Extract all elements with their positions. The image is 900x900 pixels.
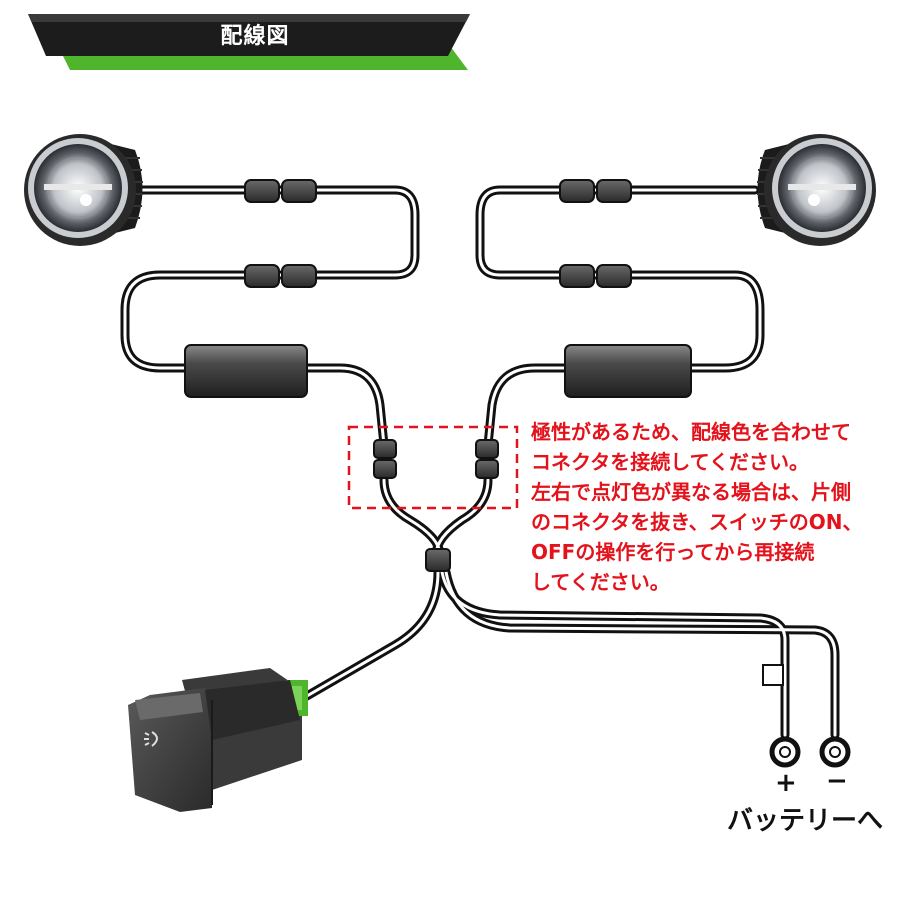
note-line: してください。 [531, 570, 670, 594]
left-controller-box [184, 344, 308, 398]
connector-left-upper [244, 179, 317, 203]
polarity-note: 極性があるため、配線色を合わせて コネクタを接続してください。 左右で点灯色が異… [531, 417, 896, 597]
connector-left-lower [244, 264, 317, 288]
connector-pairs [244, 179, 632, 288]
positive-terminal-label: + [775, 768, 797, 798]
header-banner [28, 14, 470, 70]
battery-label: バッテリーへ [727, 806, 884, 836]
note-line: コネクタを接続してください。 [531, 450, 809, 474]
junction-connector [425, 548, 451, 572]
connector-right-upper [559, 179, 632, 203]
connector-right-lower [559, 264, 632, 288]
inline-fuse [762, 664, 784, 686]
polarity-connectors [373, 439, 499, 479]
negative-terminal-label: − [826, 766, 848, 796]
controller-boxes [184, 344, 692, 398]
left-fog-lamp [24, 134, 143, 246]
ring-terminals [769, 736, 851, 768]
note-line: のコネクタを抜き、スイッチのON、 [531, 510, 863, 534]
right-fog-lamp [757, 134, 876, 246]
rocker-switch [128, 668, 308, 812]
page-title: 配線図 [220, 24, 290, 49]
note-line: OFFの操作を行ってから再接続 [531, 540, 815, 564]
note-line: 極性があるため、配線色を合わせて [531, 420, 851, 444]
note-line: 左右で点灯色が異なる場合は、片側 [531, 480, 851, 504]
right-controller-box [564, 344, 692, 398]
fog-lamp-icon [144, 731, 158, 747]
polarity-highlight-box [347, 425, 519, 510]
